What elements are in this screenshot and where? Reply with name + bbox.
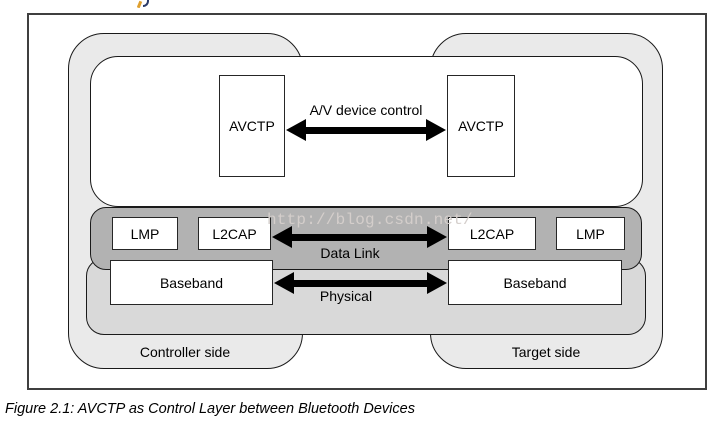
baseband-box-controller-label: Baseband bbox=[159, 274, 224, 291]
cropped-text-fragment bbox=[137, 0, 150, 8]
arrow-left-head-icon bbox=[274, 272, 294, 294]
arrow-right-head-icon bbox=[427, 226, 447, 248]
figure-caption: Figure 2.1: AVCTP as Control Layer betwe… bbox=[5, 401, 415, 417]
avctp-box-controller: AVCTP bbox=[219, 75, 285, 177]
avctp-box-target: AVCTP bbox=[447, 75, 515, 177]
target-side-label: Target side bbox=[511, 344, 581, 360]
watermark-text: http://blog.csdn.net/ bbox=[267, 211, 473, 229]
physical-arrow bbox=[274, 272, 447, 294]
l2cap-box-target: L2CAP bbox=[448, 217, 536, 250]
arrow-shaft bbox=[303, 126, 429, 134]
data-link-label: Data Link bbox=[320, 245, 380, 261]
arrow-left-head-icon bbox=[286, 119, 306, 141]
lmp-box-target: LMP bbox=[556, 217, 625, 250]
l2cap-box-target-label: L2CAP bbox=[469, 225, 515, 242]
arrow-right-head-icon bbox=[427, 272, 447, 294]
avctp-box-target-label: AVCTP bbox=[458, 118, 504, 134]
av-device-control-arrow bbox=[286, 119, 446, 141]
lmp-box-target-label: LMP bbox=[576, 225, 605, 242]
arrow-left-head-icon bbox=[272, 226, 292, 248]
lmp-box-controller: LMP bbox=[112, 217, 178, 250]
avctp-box-controller-label: AVCTP bbox=[229, 118, 275, 134]
arrow-shaft bbox=[289, 233, 430, 241]
physical-label: Physical bbox=[319, 288, 373, 304]
controller-side-label: Controller side bbox=[139, 344, 231, 360]
baseband-box-controller: Baseband bbox=[110, 260, 273, 305]
av-device-control-label: A/V device control bbox=[309, 102, 423, 118]
lmp-box-controller-label: LMP bbox=[130, 225, 160, 242]
fragment-mark-navy bbox=[143, 0, 149, 7]
l2cap-box-controller: L2CAP bbox=[198, 217, 271, 250]
baseband-box-target-label: Baseband bbox=[503, 274, 567, 291]
arrow-shaft bbox=[291, 279, 430, 287]
l2cap-box-controller-label: L2CAP bbox=[212, 225, 257, 242]
fragment-mark-orange bbox=[137, 0, 143, 8]
baseband-box-target: Baseband bbox=[448, 260, 622, 305]
data-link-arrow bbox=[272, 226, 447, 248]
arrow-right-head-icon bbox=[426, 119, 446, 141]
